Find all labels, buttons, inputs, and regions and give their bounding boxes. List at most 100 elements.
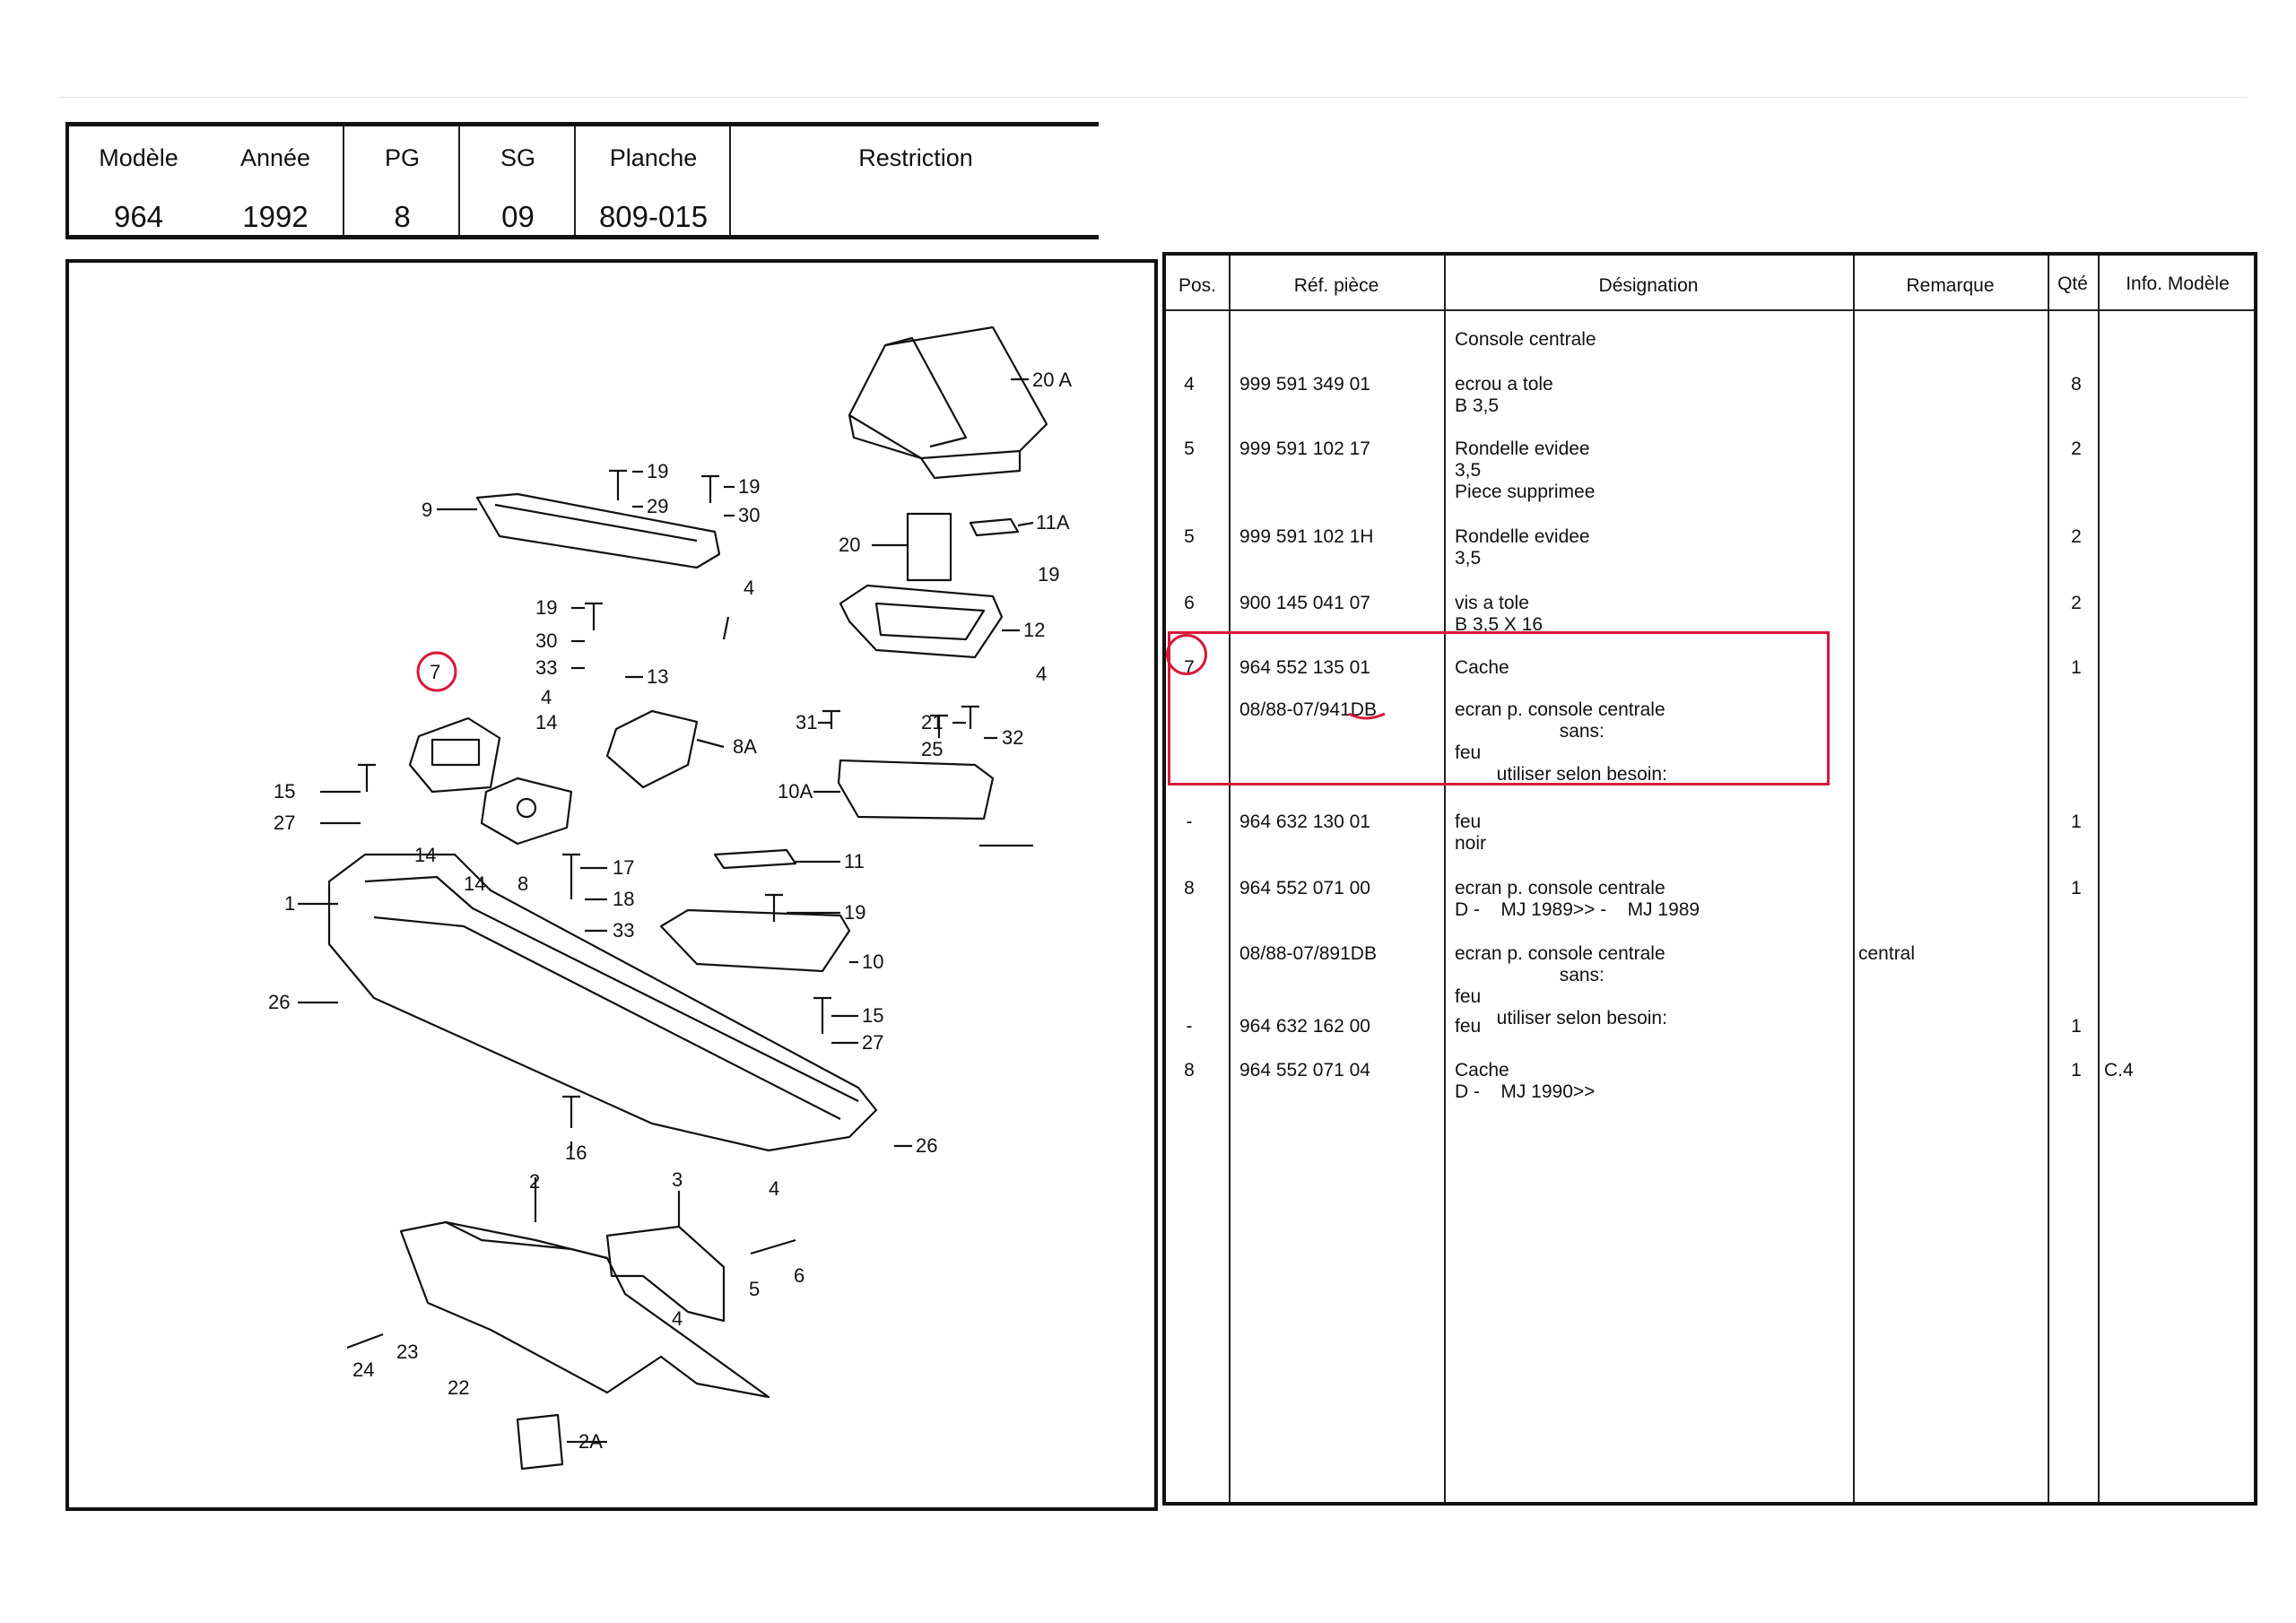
callout: 2 — [529, 1170, 540, 1193]
callout: 23 — [396, 1341, 418, 1363]
cell-ref: 964 632 162 00 — [1239, 1016, 1370, 1037]
header-label: Modèle — [99, 144, 178, 171]
callout: 14 — [414, 844, 436, 866]
callout: 18 — [613, 888, 634, 910]
callout: 6 — [794, 1264, 804, 1287]
cell-ref: 964 552 071 04 — [1239, 1060, 1370, 1081]
header-col-pg: PG 8 — [343, 126, 460, 235]
callout: 12 — [1023, 619, 1045, 641]
header-designation: Désignation — [1598, 275, 1699, 296]
callout: 16 — [565, 1141, 587, 1164]
header-label: Restriction — [858, 144, 973, 171]
callout: 29 — [647, 495, 668, 517]
callout: 25 — [921, 738, 943, 760]
cover-part-7 — [408, 716, 501, 794]
callout: 27 — [862, 1031, 883, 1054]
header-label: Planche — [609, 144, 698, 171]
cell-pos: 8 — [1184, 1060, 1195, 1081]
parts-table: Pos. Réf. pièce Désignation Remarque Qté… — [1162, 252, 2257, 1506]
callout: 1 — [284, 892, 295, 915]
callout: 30 — [535, 629, 557, 652]
callout-20a: 20 A — [1032, 369, 1072, 391]
header-ref: Réf. pièce — [1293, 275, 1379, 296]
cell-qte: 2 — [2071, 526, 2082, 547]
callout: 14 — [464, 872, 485, 895]
column-divider — [1444, 256, 1446, 1502]
header-remarque: Remarque — [1906, 275, 1995, 296]
table-header-row — [1166, 256, 2254, 311]
cell-designation: ecrou a tole B 3,5 — [1455, 374, 1553, 416]
cell-designation: Cache D - MJ 1990>> — [1455, 1060, 1596, 1102]
callout: 21 — [921, 711, 943, 733]
header-value: 1992 — [242, 200, 309, 233]
callout: 31 — [796, 711, 817, 733]
cell-ref: 964 552 071 00 — [1239, 878, 1370, 898]
red-highlight-box — [1168, 631, 1830, 785]
callout: 9 — [422, 499, 432, 521]
cell-designation: Cache — [1455, 657, 1509, 678]
callout: 4 — [672, 1307, 683, 1330]
cell-designation: feu — [1455, 1016, 1482, 1037]
callout: 10 — [862, 950, 883, 973]
callout: 19 — [535, 596, 557, 619]
block-shape — [906, 512, 952, 582]
callout: 4 — [769, 1177, 779, 1200]
cell-pos: - — [1186, 812, 1193, 832]
header-value: 09 — [501, 200, 535, 233]
callout: 11A — [1036, 511, 1070, 534]
header-col-sg: SG 09 — [458, 126, 576, 235]
cell-designation: Rondelle evidee 3,5 Piece supprimee — [1455, 438, 1596, 502]
callout: 30 — [738, 504, 760, 526]
callout: 26 — [268, 991, 290, 1013]
callout: 26 — [916, 1134, 937, 1157]
callout: 3 — [672, 1168, 683, 1191]
cell-pos: 6 — [1184, 593, 1195, 613]
tray-shape — [475, 492, 721, 569]
callout: 33 — [535, 656, 557, 679]
header-info: Info. Modèle — [2126, 273, 2230, 294]
cell-qte: 1 — [2071, 657, 2082, 678]
cell-qte: 8 — [2071, 374, 2082, 395]
callout: 15 — [274, 780, 295, 803]
exploded-parts-diagram: 20 A 19 19 29 30 9 20 11A 19 4 12 19 30 … — [65, 259, 1158, 1511]
callout-labels: 20 A 19 19 29 30 9 20 11A 19 4 12 19 30 … — [268, 369, 1072, 1453]
header-col-modele: Modèle 964 — [69, 126, 208, 235]
armrest-shape — [848, 325, 1048, 460]
callout: 19 — [738, 475, 760, 498]
header-value: 809-015 — [598, 200, 709, 233]
callout: 15 — [862, 1004, 883, 1027]
red-underline-mark — [1348, 712, 1386, 720]
cell-ref: 964 632 130 01 — [1239, 812, 1370, 832]
callout: 8A — [733, 735, 757, 758]
callout: 14 — [535, 711, 557, 733]
callout: 19 — [844, 901, 865, 924]
callout: 4 — [744, 577, 754, 599]
cell-qte: 2 — [2071, 593, 2082, 613]
cell-designation: ecran p. console centrale sans: feu util… — [1455, 943, 1667, 1028]
leader-lines — [298, 378, 1034, 1444]
callout: 27 — [274, 812, 295, 834]
callout: 19 — [647, 460, 668, 482]
cell-pos: 5 — [1184, 526, 1195, 547]
callout: 4 — [1036, 663, 1047, 685]
lower-console-part-2 — [399, 1220, 770, 1399]
column-divider — [2048, 256, 2049, 1502]
box-shape — [839, 584, 1004, 659]
callout: 2A — [578, 1430, 603, 1453]
callout: 20 — [839, 534, 860, 556]
column-divider — [2098, 256, 2100, 1502]
callout: 11 — [844, 850, 865, 872]
callout: 22 — [448, 1376, 469, 1399]
header-col-annee: Année 1992 — [208, 126, 343, 235]
cell-designation: ecran p. console centrale D - MJ 1989>> … — [1455, 878, 1700, 920]
callout: 17 — [613, 856, 634, 879]
cell-ref: 900 145 041 07 — [1239, 593, 1370, 613]
cell-ref: 08/88-07/891DB — [1239, 943, 1377, 964]
cell-qte: 1 — [2071, 812, 2082, 832]
cell-qte: 1 — [2071, 1060, 2082, 1081]
cell-ref: 08/88-07/941DB — [1239, 699, 1377, 720]
callout: 4 — [541, 686, 552, 708]
header-col-planche: Planche 809-015 — [574, 126, 731, 235]
callout: 24 — [352, 1358, 374, 1381]
header-value: 964 — [113, 200, 164, 233]
